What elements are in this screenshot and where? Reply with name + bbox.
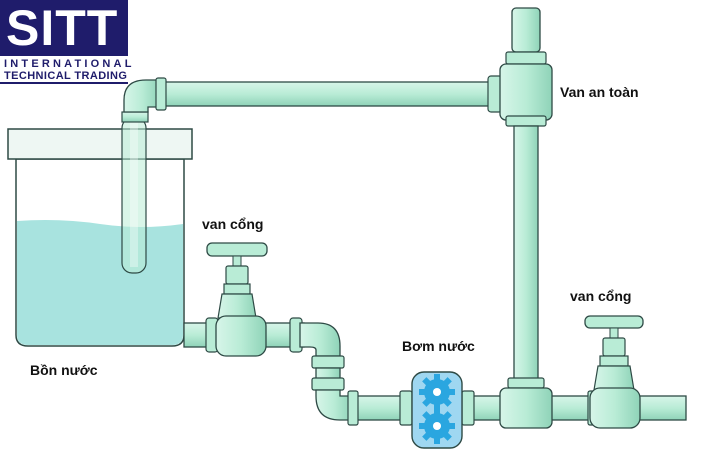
label-gate-valve-left: van cổng [202, 216, 264, 232]
tank-lid [7, 128, 193, 160]
water-tank [7, 128, 193, 347]
intake-pipe [121, 111, 149, 274]
label-pump: Bơm nước [402, 338, 475, 354]
drop-elbow [299, 322, 353, 421]
pump-gear-bottom [419, 408, 455, 444]
label-safety-valve: Van an toàn [560, 84, 639, 100]
label-tank: Bồn nước [30, 362, 98, 378]
tee-fitting [499, 377, 553, 429]
logo-underline [0, 82, 128, 84]
gate-valve-left [206, 242, 268, 357]
company-logo: SITT [0, 0, 128, 56]
water-pump [411, 371, 463, 449]
gate-valve-right [584, 315, 644, 429]
top-pipe [123, 75, 503, 113]
logo-text-line2: TECHNICAL TRADING [4, 70, 128, 82]
tank-water [17, 220, 183, 345]
logo-text-line1: INTERNATIONAL [4, 58, 135, 70]
label-gate-valve-right: van cổng [570, 288, 632, 304]
safety-valve [499, 7, 553, 127]
riser-pipe [513, 125, 539, 385]
logo-mark: SITT [6, 0, 119, 56]
pump-gear-top [419, 374, 455, 410]
